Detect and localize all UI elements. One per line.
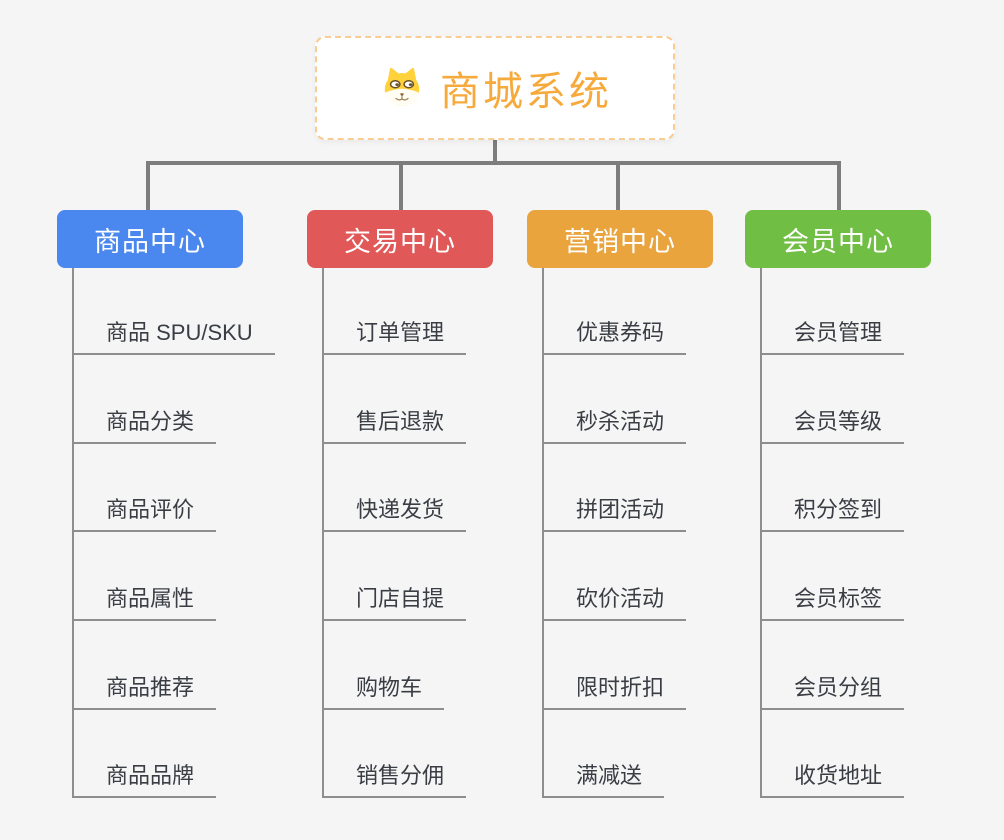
leaf-node[interactable]: 商品推荐 (72, 675, 217, 710)
leaf-node[interactable]: 会员等级 (760, 409, 905, 444)
branch-box-product-center[interactable]: 商品中心 (57, 210, 243, 268)
root-title: 商城系统 (440, 70, 612, 114)
leaf-node[interactable]: 商品品牌 (72, 763, 217, 798)
branch-trade-center: 交易中心 订单管理 售后退款 快递发货 门店自提 购物车 销售分佣 (307, 0, 557, 840)
branch-rail (542, 268, 544, 798)
leaf-node[interactable]: 售后退款 (322, 409, 467, 444)
branch-box-trade-center[interactable]: 交易中心 (307, 210, 493, 268)
leaf-node[interactable]: 销售分佣 (322, 763, 467, 798)
leaf-node[interactable]: 商品评价 (72, 497, 217, 532)
branch-marketing-center: 营销中心 优惠券码 秒杀活动 拼团活动 砍价活动 限时折扣 满减送 (527, 0, 777, 840)
branch-rail (760, 268, 762, 798)
leaf-node[interactable]: 优惠券码 (542, 320, 687, 355)
connector-drop-marketing (616, 161, 620, 210)
leaf-node[interactable]: 订单管理 (322, 320, 467, 355)
leaf-node[interactable]: 拼团活动 (542, 497, 687, 532)
leaf-node[interactable]: 商品分类 (72, 409, 217, 444)
branch-rail (72, 268, 74, 798)
branch-box-marketing-center[interactable]: 营销中心 (527, 210, 713, 268)
leaf-node[interactable]: 砍价活动 (542, 586, 687, 621)
leaf-node[interactable]: 积分签到 (760, 497, 905, 532)
leaf-node[interactable]: 秒杀活动 (542, 409, 687, 444)
leaf-node[interactable]: 会员管理 (760, 320, 905, 355)
leaf-node[interactable]: 满减送 (542, 763, 665, 798)
branch-product-center: 商品中心 商品 SPU/SKU 商品分类 商品评价 商品属性 商品推荐 商品品牌 (57, 0, 307, 840)
leaf-node[interactable]: 快递发货 (322, 497, 467, 532)
leaf-node[interactable]: 收货地址 (760, 763, 905, 798)
connector-drop-member (837, 161, 841, 210)
connector-horizontal-bar (146, 161, 841, 165)
leaf-node[interactable]: 会员标签 (760, 586, 905, 621)
leaf-node[interactable]: 商品属性 (72, 586, 217, 621)
leaf-node[interactable]: 会员分组 (760, 675, 905, 710)
root-node[interactable]: 商城系统 (315, 36, 675, 140)
connector-drop-trade (399, 161, 403, 210)
shiba-dog-icon (384, 67, 420, 106)
connector-root-stem (493, 140, 497, 165)
leaf-node[interactable]: 商品 SPU/SKU (72, 320, 275, 355)
connector-drop-product (146, 161, 150, 210)
leaf-node[interactable]: 门店自提 (322, 586, 467, 621)
leaf-node[interactable]: 限时折扣 (542, 675, 687, 710)
branch-box-member-center[interactable]: 会员中心 (745, 210, 931, 268)
branch-member-center: 会员中心 会员管理 会员等级 积分签到 会员标签 会员分组 收货地址 (745, 0, 995, 840)
leaf-node[interactable]: 购物车 (322, 675, 445, 710)
branch-rail (322, 268, 324, 798)
